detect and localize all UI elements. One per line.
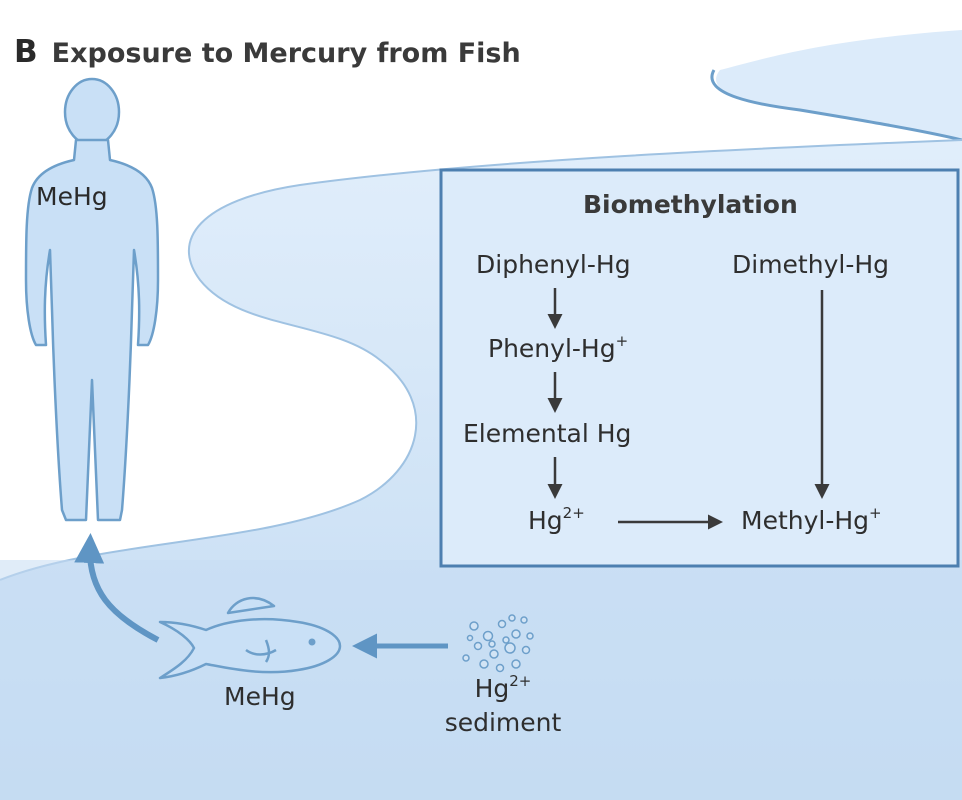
methyl-hg-base: Methyl-Hg bbox=[741, 506, 869, 535]
sediment-label-block: Hg2+ sediment bbox=[423, 672, 583, 740]
biomethylation-title: Biomethylation bbox=[583, 190, 798, 219]
hg2-charge: 2+ bbox=[563, 504, 585, 522]
phenyl-hg-charge: + bbox=[616, 332, 629, 350]
sediment-ion-base: Hg bbox=[475, 674, 510, 703]
node-methyl-hg: Methyl-Hg+ bbox=[741, 506, 882, 535]
water-region bbox=[716, 30, 962, 140]
sediment-ion: Hg2+ bbox=[423, 672, 583, 706]
node-phenyl-hg: Phenyl-Hg+ bbox=[488, 334, 628, 363]
sediment-label: sediment bbox=[423, 706, 583, 740]
node-elemental-hg: Elemental Hg bbox=[463, 419, 631, 448]
human-mehg-label: MeHg bbox=[36, 182, 108, 211]
node-hg2: Hg2+ bbox=[528, 506, 585, 535]
hg2-base: Hg bbox=[528, 506, 563, 535]
panel-title: B Exposure to Mercury from Fish bbox=[14, 34, 521, 70]
panel-letter: B bbox=[14, 34, 38, 70]
methyl-hg-charge: + bbox=[869, 504, 882, 522]
human-figure bbox=[26, 79, 158, 520]
node-diphenyl-hg: Diphenyl-Hg bbox=[476, 250, 631, 279]
panel-title-text: Exposure to Mercury from Fish bbox=[52, 38, 521, 69]
phenyl-hg-base: Phenyl-Hg bbox=[488, 334, 616, 363]
node-dimethyl-hg: Dimethyl-Hg bbox=[732, 250, 889, 279]
sediment-ion-charge: 2+ bbox=[509, 672, 531, 690]
fish-mehg-label: MeHg bbox=[224, 682, 296, 711]
